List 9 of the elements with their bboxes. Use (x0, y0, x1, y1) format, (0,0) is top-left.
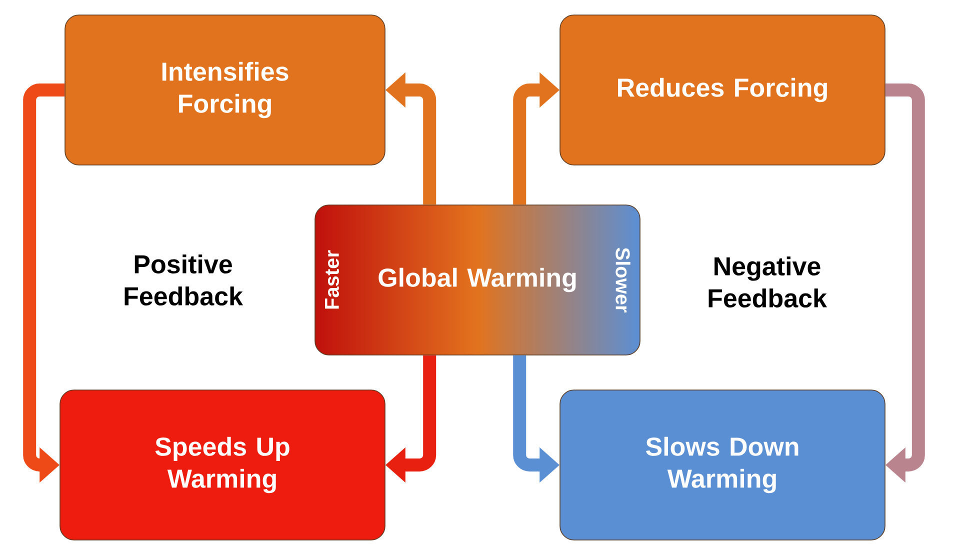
process-box: Slows Down Warming (560, 390, 886, 540)
block-arrow (885, 84, 925, 483)
side-label: Faster (325, 250, 339, 309)
side-label: Slower (616, 248, 630, 312)
process-box: Reduces Forcing (560, 14, 886, 166)
feedback-label: Positive Feedback (124, 254, 243, 306)
feedback-label: Negative Feedback (708, 256, 827, 308)
process-box: Intensifies Forcing (64, 14, 386, 166)
process-box: Speeds Up Warming (60, 390, 386, 540)
